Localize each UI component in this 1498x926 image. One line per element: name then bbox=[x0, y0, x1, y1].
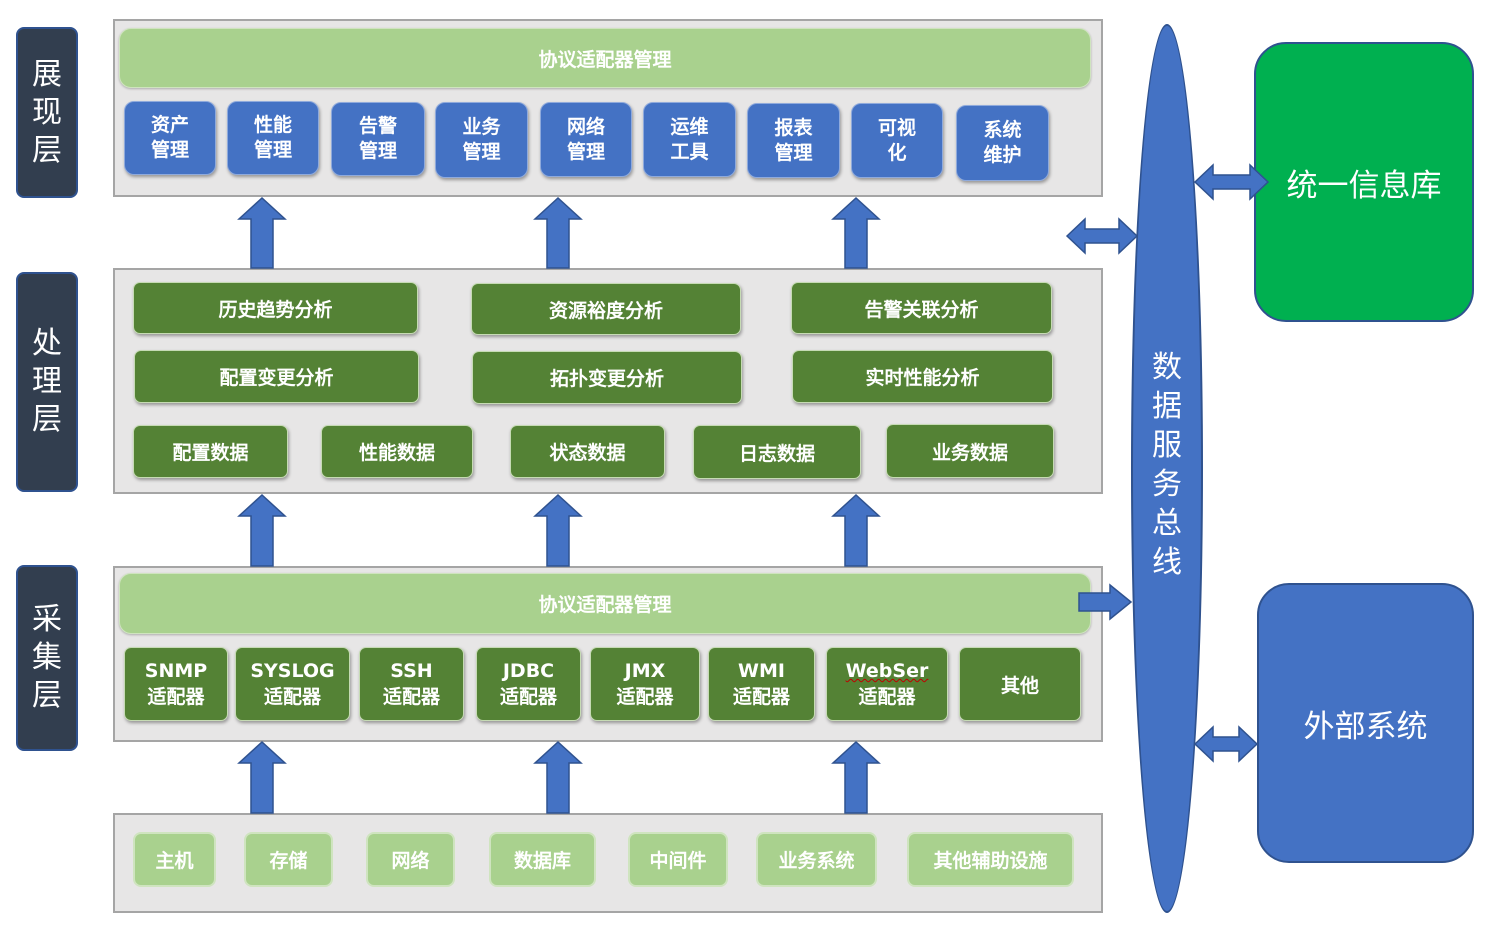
module-network: 网络管理 bbox=[540, 102, 632, 177]
unified-info-db: 统一信息库 bbox=[1254, 42, 1474, 322]
data-business: 业务数据 bbox=[886, 424, 1054, 478]
source-business-system: 业务系统 bbox=[756, 832, 877, 887]
up-arrow-icon bbox=[237, 493, 287, 567]
source-host: 主机 bbox=[133, 832, 216, 887]
module-ops-tools: 运维工具 bbox=[643, 102, 736, 177]
analysis-resource-margin: 资源裕度分析 bbox=[471, 283, 741, 335]
analysis-topology-change: 拓扑变更分析 bbox=[472, 351, 742, 404]
double-arrow-icon bbox=[1193, 163, 1270, 201]
up-arrow-icon bbox=[533, 740, 583, 814]
source-auxiliary: 其他辅助设施 bbox=[907, 832, 1074, 887]
up-arrow-icon bbox=[237, 196, 287, 269]
module-business: 业务管理 bbox=[435, 102, 528, 178]
module-performance: 性能管理 bbox=[227, 101, 319, 175]
right-arrow-icon bbox=[1078, 583, 1133, 621]
module-report: 报表管理 bbox=[747, 103, 840, 178]
up-arrow-icon bbox=[237, 740, 287, 814]
analysis-history-trend: 历史趋势分析 bbox=[133, 282, 418, 334]
up-arrow-icon bbox=[831, 740, 881, 814]
data-log: 日志数据 bbox=[693, 425, 861, 479]
module-visualization: 可视化 bbox=[851, 103, 943, 178]
analysis-config-change: 配置变更分析 bbox=[134, 350, 419, 403]
presentation-adapter-header: 协议适配器管理 bbox=[119, 28, 1091, 88]
source-middleware: 中间件 bbox=[628, 832, 728, 887]
data-performance: 性能数据 bbox=[321, 425, 473, 478]
external-system: 外部系统 bbox=[1257, 583, 1474, 863]
layer-label-presentation: 展现层 bbox=[16, 27, 78, 198]
source-storage: 存储 bbox=[244, 832, 333, 887]
double-arrow-icon bbox=[1193, 725, 1259, 763]
up-arrow-icon bbox=[831, 196, 881, 269]
source-network: 网络 bbox=[366, 832, 455, 887]
analysis-alarm-correlation: 告警关联分析 bbox=[791, 282, 1052, 334]
up-arrow-icon bbox=[533, 493, 583, 567]
module-system-maintenance: 系统维护 bbox=[956, 105, 1049, 181]
module-alarm: 告警管理 bbox=[331, 102, 425, 176]
data-service-bus bbox=[1131, 24, 1203, 913]
up-arrow-icon bbox=[533, 196, 583, 269]
data-status: 状态数据 bbox=[510, 425, 665, 478]
up-arrow-icon bbox=[831, 493, 881, 567]
layer-label-processing: 处理层 bbox=[16, 272, 78, 492]
source-database: 数据库 bbox=[489, 832, 596, 887]
adapter-other: 其他 bbox=[959, 647, 1081, 721]
module-asset: 资产管理 bbox=[124, 101, 216, 175]
data-config: 配置数据 bbox=[133, 425, 288, 478]
data-service-bus-label: 数据服务总线 bbox=[1152, 350, 1182, 580]
analysis-realtime-performance: 实时性能分析 bbox=[792, 350, 1053, 403]
double-arrow-icon bbox=[1065, 217, 1139, 255]
layer-label-collection: 采集层 bbox=[16, 565, 78, 751]
